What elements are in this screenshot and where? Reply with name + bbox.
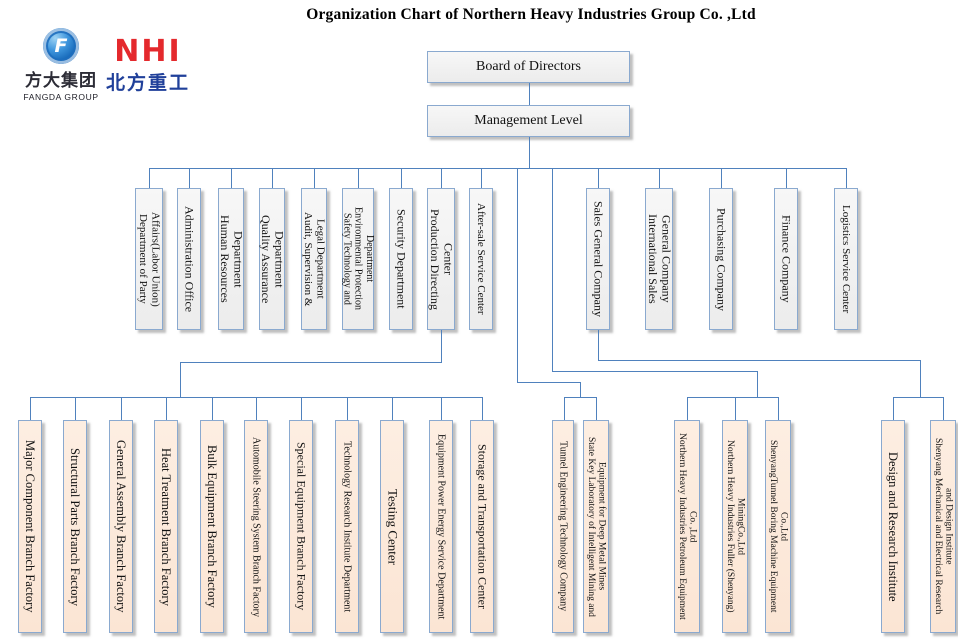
connector-line xyxy=(166,397,167,420)
connector-line xyxy=(757,371,758,397)
connector-line xyxy=(552,371,758,372)
fangda-group-logo: F 方大集团 FANGDA GROUP xyxy=(14,28,108,102)
fangda-logo-icon: F xyxy=(43,28,79,64)
audit-supervision-legal-box: Audit, Supervision & Legal Department xyxy=(301,188,327,330)
purchasing-company-box: Purchasing Company xyxy=(709,188,733,330)
connector-line xyxy=(552,168,553,371)
connector-line xyxy=(778,397,779,420)
connector-line xyxy=(529,137,530,168)
connector-line xyxy=(401,168,402,188)
connector-line xyxy=(441,397,442,420)
design-research-institute-box: Design and Research Institute xyxy=(881,420,905,633)
connector-line xyxy=(180,362,442,363)
connector-line xyxy=(598,330,599,360)
connector-line xyxy=(149,168,847,169)
connector-line xyxy=(231,168,232,188)
connector-line xyxy=(314,168,315,188)
connector-line xyxy=(347,397,348,420)
sales-general-company-box: Sales General Company xyxy=(586,188,610,330)
connector-line xyxy=(517,382,581,383)
connector-line xyxy=(256,397,257,420)
bulk-equipment-factory-box: Bulk Equipment Branch Factory xyxy=(200,420,224,633)
heat-treatment-factory-box: Heat Treatment Branch Factory xyxy=(154,420,178,633)
connector-line xyxy=(598,168,599,188)
dept-party-affairs-box: Department of Party Affairs(Labor Union) xyxy=(135,188,163,330)
chart-title: Organization Chart of Northern Heavy Ind… xyxy=(306,6,756,23)
fangda-chinese-name: 方大集团 xyxy=(25,71,97,91)
administration-office-box: Administration Office xyxy=(177,188,201,330)
after-sale-service-center-box: After-sale Service Center xyxy=(469,188,493,330)
connector-line xyxy=(786,168,787,188)
connector-line xyxy=(721,168,722,188)
technology-research-institute-box: Technology Research Institute Department xyxy=(335,420,359,633)
board-of-directors-box: Board of Directors xyxy=(427,51,630,83)
nhi-logo-text: NHI xyxy=(114,34,182,69)
connector-line xyxy=(30,397,31,420)
connector-line xyxy=(149,168,150,188)
connector-line xyxy=(180,362,181,397)
shenyang-mech-electrical-institute-box: Shenyang Mechanical and Electrical Resea… xyxy=(930,420,956,633)
equipment-power-energy-box: Equipment Power Energy Service Departmen… xyxy=(429,420,453,633)
connector-line xyxy=(846,168,847,188)
safety-environment-box: Safety Technology and Environmental Prot… xyxy=(341,188,375,330)
connector-line xyxy=(75,397,76,420)
automobile-steering-factory-box: Automobile Steering System Branch Factor… xyxy=(244,420,268,633)
connector-line xyxy=(596,397,597,420)
fangda-english-name: FANGDA GROUP xyxy=(23,92,99,102)
major-component-factory-box: Major Component Branch Factory xyxy=(18,420,42,633)
nhi-chinese-name: 北方重工 xyxy=(105,72,190,94)
connector-line xyxy=(659,168,660,188)
structural-parts-factory-box: Structural Parts Branch Factory xyxy=(63,420,87,633)
connector-line xyxy=(441,330,442,362)
connector-line xyxy=(441,168,442,188)
connector-line xyxy=(121,397,122,420)
connector-line xyxy=(529,83,530,105)
storage-transportation-center-box: Storage and Transportation Center xyxy=(470,420,494,633)
production-directing-center-box: Production Directing Center xyxy=(427,188,455,330)
connector-line xyxy=(893,397,894,420)
tunnel-engineering-company-box: Tunnel Engineering Technology Company xyxy=(552,420,574,633)
connector-line xyxy=(920,360,921,397)
connector-line xyxy=(30,397,483,398)
connector-line xyxy=(189,168,190,188)
connector-line xyxy=(735,397,736,420)
shenyang-tbm-equipment-box: ShenyangTunnel Boring Machine Equipment … xyxy=(765,420,791,633)
connector-line xyxy=(564,397,565,420)
nhi-petroleum-equipment-box: Northern Heavy Industries Petroleum Equi… xyxy=(674,420,700,633)
management-level-box: Management Level xyxy=(427,105,630,137)
connector-line xyxy=(358,168,359,188)
special-equipment-factory-box: Special Equipment Branch Factory xyxy=(289,420,313,633)
testing-center-box: Testing Center xyxy=(380,420,404,633)
connector-line xyxy=(301,397,302,420)
connector-line xyxy=(943,397,944,420)
connector-line xyxy=(564,397,597,398)
fangda-f-glyph: F xyxy=(54,35,68,57)
connector-line xyxy=(392,397,393,420)
connector-line xyxy=(893,397,944,398)
nhi-fuller-mining-box: Northern Heavy Industries Fuller (Shenya… xyxy=(722,420,748,633)
state-key-laboratory-box: State Key Laboratory of Intelligent Mini… xyxy=(583,420,609,633)
connector-line xyxy=(687,397,688,420)
nhi-logo: NHI 北方重工 xyxy=(100,34,196,95)
connector-line xyxy=(687,397,779,398)
general-assembly-factory-box: General Assembly Branch Factory xyxy=(109,420,133,633)
quality-assurance-box: Quality Assurance Department xyxy=(259,188,286,330)
finance-company-box: Finance Company xyxy=(774,188,798,330)
security-department-box: Security Department xyxy=(389,188,413,330)
connector-line xyxy=(517,168,518,382)
connector-line xyxy=(482,397,483,420)
connector-line xyxy=(212,397,213,420)
connector-line xyxy=(481,168,482,188)
logistics-service-center-box: Logistics Service Center xyxy=(834,188,858,330)
connector-line xyxy=(598,360,921,361)
international-sales-company-box: International Sales General Company xyxy=(645,188,673,330)
connector-line xyxy=(580,382,581,397)
connector-line xyxy=(272,168,273,188)
human-resources-box: Human Resources Department xyxy=(218,188,245,330)
